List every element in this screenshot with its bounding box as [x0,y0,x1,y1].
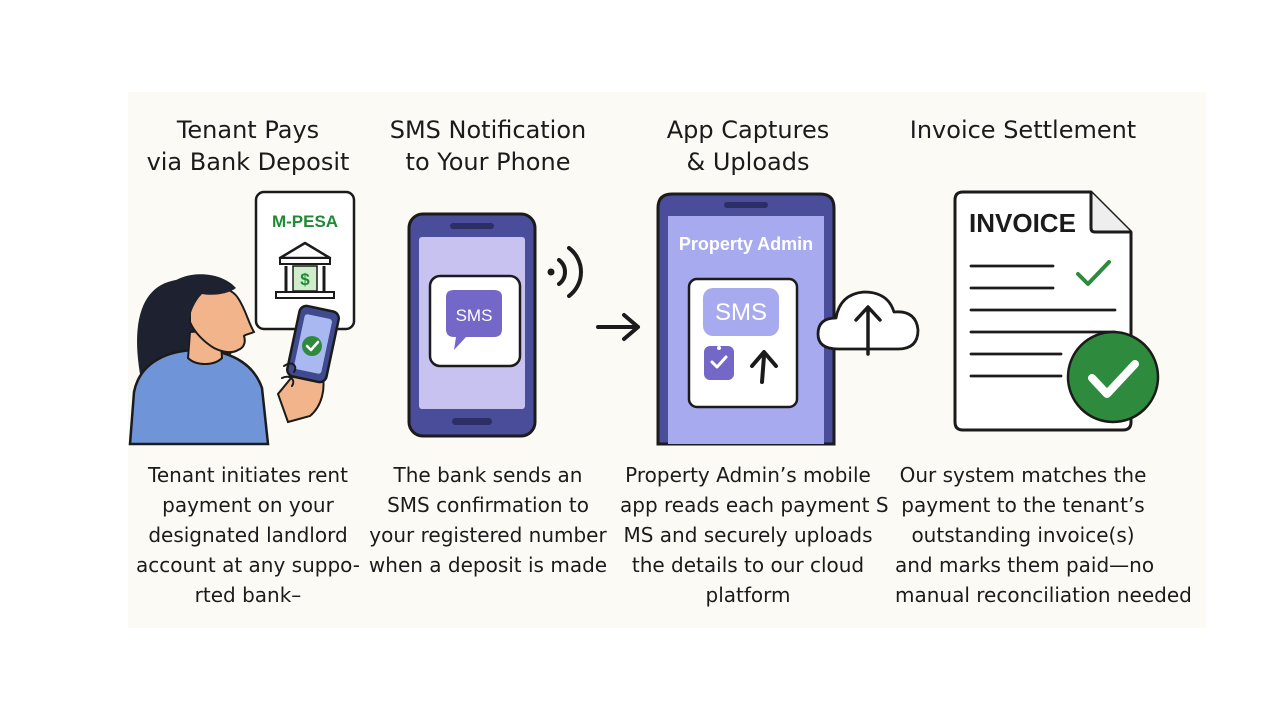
process-diagram-panel: Tenant Pays via Bank Deposit M-PESA $ [128,92,1206,628]
step-desc-line: when a deposit is made [368,553,608,577]
dollar-sign: $ [300,270,310,289]
invoice-label: INVOICE [969,208,1076,238]
step-desc-line: payment to the tenant’s [901,493,1145,517]
step-desc-line: account at any suppo- [136,553,360,577]
step-title-line: & Uploads [686,148,810,176]
step-desc-line: the details to our cloud [631,553,865,577]
phone-icon [286,304,340,384]
step-title: Invoice Settlement [903,114,1143,146]
step-title-line: Invoice Settlement [909,116,1137,144]
step-title-line: SMS Notification [389,116,587,144]
step-sms-notification: SMS Notification to Your Phone SMS [368,92,608,628]
step-title: App Captures & Uploads [628,114,868,178]
check-icon [302,336,322,356]
upload-arrow-icon [750,350,778,384]
paid-check-badge-icon [1066,330,1160,424]
bank-icon: M-PESA $ [254,190,356,331]
step-desc-line: Tenant initiates rent [148,463,348,487]
app-upload-illustration: Property Admin SMS [628,182,920,447]
step-desc-line: Property Admin’s mobile [625,463,871,487]
step-desc-line: outstanding invoice(s) [911,523,1135,547]
step-desc-line: payment on your [162,493,334,517]
sms-phone-illustration: SMS [368,182,608,447]
invoice-illustration: INVOICE [903,182,1160,447]
cloud-upload-icon [816,290,920,356]
step-app-captures: App Captures & Uploads Property Admin SM… [620,92,920,628]
sms-label: SMS [456,306,493,325]
check-icon [1076,260,1111,286]
step-desc-line: platform [705,583,791,607]
step-title-line: App Captures [666,116,830,144]
step-tenant-pays: Tenant Pays via Bank Deposit M-PESA $ [128,92,368,628]
step-desc-line: and marks them paid—no [895,553,1155,577]
step-desc-line: app reads each payment S [620,493,889,517]
step-desc-line: your registered number [369,523,607,547]
step-description: The bank sends an SMS confirmation to yo… [360,460,616,580]
signal-waves-icon [547,246,583,298]
step-title-line: Tenant Pays [176,116,320,144]
step-invoice-settlement: Invoice Settlement INVOICE [895,92,1192,628]
step-desc-line: rted bank– [194,583,302,607]
step-desc-line: The bank sends an [393,463,583,487]
step-description: Our system matches the payment to the te… [895,460,1192,610]
step-desc-line: designated landlord [148,523,348,547]
tenant-illustration: M-PESA $ [128,182,368,447]
mpesa-badge: M-PESA [272,212,338,231]
person-icon [128,274,325,446]
sms-label: SMS [715,299,767,326]
step-desc-line: SMS confirmation to [387,493,589,517]
step-desc-line: Our system matches the [899,463,1147,487]
sms-bubble-icon: SMS [446,290,502,350]
step-title-line: via Bank Deposit [146,148,350,176]
check-icon [704,346,734,380]
step-desc-line: manual reconciliation needed [895,583,1192,607]
step-description: Property Admin’s mobile app reads each p… [620,460,889,610]
app-name-label: Property Admin [679,234,813,254]
flow-arrow-icon [596,313,640,341]
step-description: Tenant initiates rent payment on your de… [120,460,376,610]
step-title: Tenant Pays via Bank Deposit [128,114,368,178]
step-desc-line: MS and securely uploads [623,523,873,547]
step-title-line: to Your Phone [405,148,571,176]
sms-chip [703,288,779,336]
step-title: SMS Notification to Your Phone [368,114,608,178]
